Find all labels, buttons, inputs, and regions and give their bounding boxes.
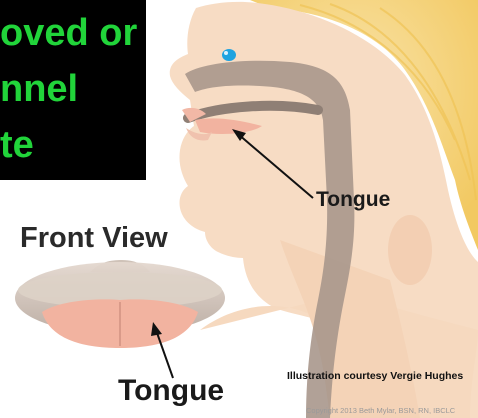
- headline-line-3: te: [0, 120, 34, 170]
- ear: [388, 215, 432, 285]
- front-view-label: Front View: [20, 222, 168, 255]
- tongue-label-front: Tongue: [118, 374, 224, 408]
- eye: [222, 49, 236, 61]
- tongue-label-side: Tongue: [316, 188, 390, 212]
- illustration-credit: Illustration courtesy Vergie Hughes: [287, 370, 463, 382]
- headline-line-1: oved or: [0, 8, 137, 58]
- headline-line-2: nnel: [0, 64, 78, 114]
- copyright-notice: Copyright 2013 Beth Mylar, BSN, RN, IBCL…: [306, 406, 455, 415]
